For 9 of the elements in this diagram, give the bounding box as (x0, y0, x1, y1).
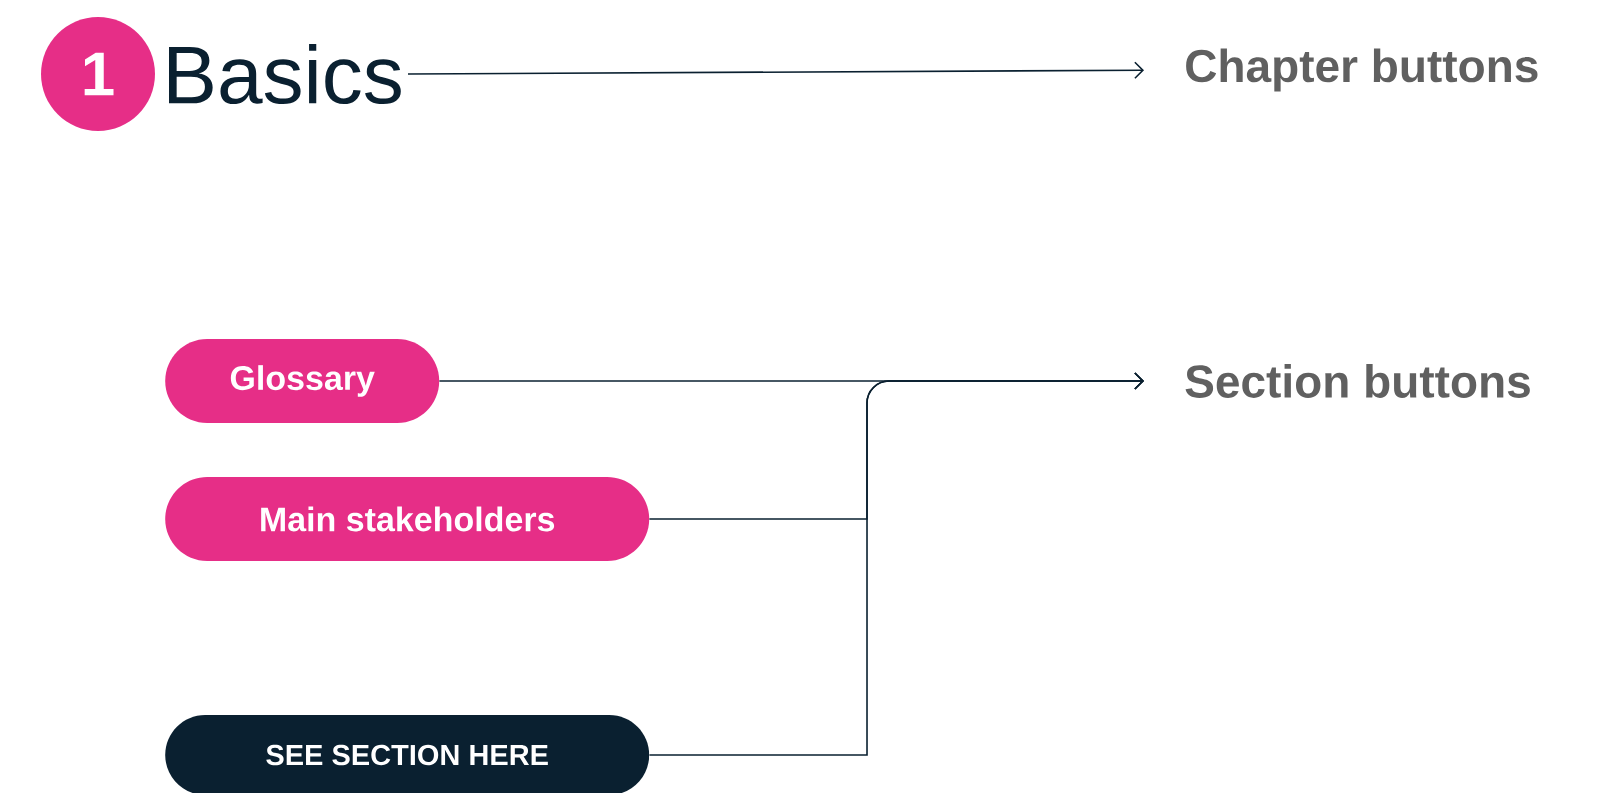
chapter-button: Glossary (165, 339, 440, 423)
section-button: Main stakeholders (165, 477, 650, 561)
callout-text: Chapter buttons (1186, 48, 1538, 92)
number-badge: 1 (41, 17, 155, 131)
callout-text: Section buttons (1185, 364, 1530, 398)
heading: Basics (169, 43, 401, 105)
arrow (648, 372, 1144, 756)
section-link-button: SEE SECTION HERE (165, 715, 650, 793)
arrow (407, 61, 1145, 80)
